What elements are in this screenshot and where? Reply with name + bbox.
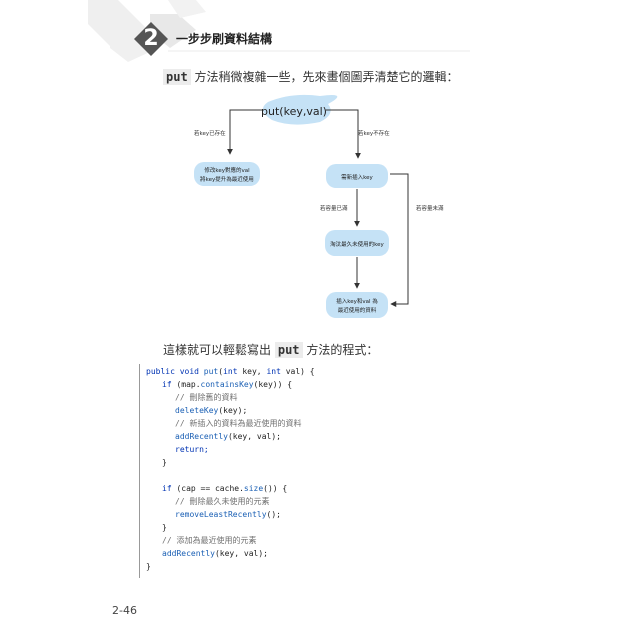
chapter-badge [134, 22, 168, 56]
put-flow-diagram: put(key,val) 若key已存在 若key不存在 修改key對應的val… [194, 94, 444, 318]
insert-node-line1: 插入key和val 為 [336, 297, 378, 305]
code-intro-keyword: put [274, 342, 303, 358]
chapter-number: 2 [143, 26, 159, 51]
left-node-line2: 將key提升為最近使用 [200, 175, 254, 183]
page-number: 2-46 [112, 604, 137, 617]
right-edge-label: 若key不存在 [358, 129, 390, 137]
not-full-edge-label: 若容量未滿 [416, 204, 444, 212]
code-line-1: public void put(int key, int val) { [146, 367, 315, 376]
full-edge-label: 若容量已滿 [320, 204, 348, 212]
header-decoration [88, 0, 470, 62]
code-line-6: addRecently(key, val); [175, 432, 281, 441]
code-line-15: addRecently(key, val); [162, 549, 268, 558]
intro-paragraph: put 方法稍微複雜一些，先來畫個圖弄清楚它的邏輯： [163, 68, 459, 85]
code-line-4: deleteKey(key); [175, 406, 248, 415]
code-line-7: return; [175, 445, 209, 454]
intro-text: 方法稍微複雜一些，先來畫個圖弄清楚它的邏輯： [194, 70, 459, 84]
code-intro-paragraph: 這樣就可以輕鬆寫出 put 方法的程式： [163, 341, 378, 358]
root-node [262, 94, 338, 125]
code-line-12: removeLeastRecently(); [175, 510, 281, 519]
code-line-13: } [162, 523, 167, 532]
code-line-10: if (cap == cache.size()) { [162, 484, 288, 493]
code-intro-after: 方法的程式： [306, 343, 379, 357]
code-line-8: } [162, 458, 167, 467]
code-line-5: // 新插入的資料為最近使用的資料 [175, 419, 302, 428]
code-line-14: // 添加為最近使用的元素 [162, 536, 257, 545]
code-line-11: // 刪除最久未使用的元素 [175, 497, 270, 506]
code-line-16: } [146, 562, 151, 571]
intro-keyword: put [163, 69, 191, 85]
code-line-2: if (map.containsKey(key)) { [162, 380, 293, 389]
check-node-label: 需新插入key [341, 173, 373, 181]
code-block: public void put(int key, int val) { if (… [139, 364, 460, 578]
insert-node [326, 292, 388, 318]
code-line-3: // 刪除舊的資料 [175, 393, 238, 402]
left-node [194, 162, 260, 186]
evict-node [325, 230, 389, 256]
evict-node-label: 淘汰最久未使用的key [330, 240, 384, 248]
insert-node-line2: 最近使用的資料 [338, 306, 377, 314]
left-edge-label: 若key已存在 [194, 129, 226, 137]
check-node [326, 164, 388, 188]
left-node-line1: 修改key對應的val [204, 166, 250, 174]
code-intro-before: 這樣就可以輕鬆寫出 [163, 343, 272, 357]
chapter-title: 一步步刷資料結構 [176, 32, 273, 46]
root-label: put(key,val) [261, 105, 327, 118]
